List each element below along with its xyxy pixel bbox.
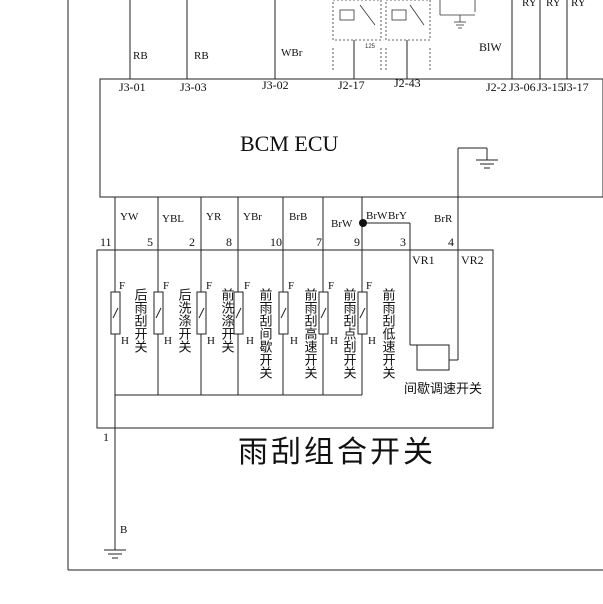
contact-h: H bbox=[290, 335, 298, 347]
wire-label: YR bbox=[206, 211, 222, 223]
contact-letters: F H F H F H F H F H F H F H bbox=[119, 280, 376, 347]
switch-pin-numbers: 11 5 2 8 10 7 9 3 4 bbox=[100, 235, 454, 249]
switch-contact-blades bbox=[112, 307, 366, 319]
harness-wire-labels: YW YBL YR YBr BrB BrW BrW BrY BrR bbox=[120, 210, 453, 230]
contact-f: F bbox=[366, 280, 372, 292]
top-wire-labels: RB RB WBr BlW RY RY RY bbox=[133, 0, 586, 62]
interval-switch-wires bbox=[410, 344, 458, 361]
ecu-pin-label: J3-01 bbox=[119, 80, 146, 94]
contact-h: H bbox=[330, 335, 338, 347]
switch-label-front-low: 前雨刮低速开关 bbox=[380, 287, 396, 379]
ground-pin-number: 1 bbox=[103, 430, 109, 444]
relay-cluster bbox=[332, 0, 476, 70]
top-wire-label: RB bbox=[194, 50, 209, 62]
contact-f: F bbox=[328, 280, 334, 292]
combo-switch-title: 雨刮组合开关 bbox=[238, 435, 436, 470]
combo-switch-box bbox=[96, 249, 494, 429]
switch-label-front-washer: 前洗涤开关 bbox=[219, 287, 235, 353]
contact-h: H bbox=[164, 335, 172, 347]
switch-labels: 后雨刮开关 后洗涤开关 前洗涤开关 前雨刮间歇开关 前雨刮高速开关 前雨刮点刮开… bbox=[132, 287, 396, 379]
switch-label-front-intermittent: 前雨刮间歇开关 bbox=[257, 287, 273, 379]
relay-label: 125 bbox=[365, 44, 376, 50]
ecu-title: BCM ECU bbox=[240, 131, 339, 156]
contact-h: H bbox=[246, 335, 254, 347]
ground-wire-label: B bbox=[120, 524, 127, 536]
interval-switch-box bbox=[416, 344, 450, 371]
ecu-ground-symbol bbox=[458, 147, 498, 169]
ecu-pin-label: J2-43 bbox=[394, 76, 421, 90]
pin-number: 10 bbox=[270, 235, 282, 249]
pin-number: 7 bbox=[316, 235, 322, 249]
switch-label-front-high: 前雨刮高速开关 bbox=[302, 287, 318, 379]
wire-label: BrR bbox=[434, 213, 453, 225]
ecu-pin-label: J2-17 bbox=[338, 78, 365, 92]
contact-f: F bbox=[206, 280, 212, 292]
switch-internal-lines bbox=[114, 250, 459, 428]
contact-h: H bbox=[121, 335, 129, 347]
ground-wire bbox=[104, 428, 126, 559]
top-wire-label: BlW bbox=[479, 40, 502, 54]
ecu-pin-label: J3-17 bbox=[562, 80, 589, 94]
ecu-pin-label: J3-03 bbox=[180, 80, 207, 94]
contact-f: F bbox=[119, 280, 125, 292]
pin-number: 8 bbox=[226, 235, 232, 249]
vr1-label: VR1 bbox=[412, 253, 435, 267]
top-wire-label: RY bbox=[522, 0, 537, 9]
pin-number: 5 bbox=[147, 235, 153, 249]
contact-f: F bbox=[288, 280, 294, 292]
switch-label-front-mist: 前雨刮点刮开关 bbox=[341, 287, 357, 379]
wire-label: YBL bbox=[162, 213, 184, 225]
top-wire-label: WBr bbox=[281, 47, 303, 59]
pin-number: 4 bbox=[448, 235, 454, 249]
pin-number: 3 bbox=[400, 235, 406, 249]
top-wire-label: RY bbox=[546, 0, 561, 9]
wire-label: YBr bbox=[243, 211, 262, 223]
ecu-pin-label: J2-2 bbox=[486, 80, 507, 94]
wire-label: BrW bbox=[366, 210, 388, 222]
ecu-top-pins: J3-01 J3-03 J3-02 J2-17 J2-43 J2-2 J3-06… bbox=[119, 76, 589, 94]
contact-f: F bbox=[244, 280, 250, 292]
ecu-pin-label: J3-06 bbox=[509, 80, 536, 94]
splice-dot bbox=[359, 219, 367, 227]
bcm-ecu-box bbox=[99, 78, 603, 198]
ecu-pin-label: J3-15 bbox=[537, 80, 564, 94]
wire-label: BrW bbox=[331, 218, 353, 230]
contact-h: H bbox=[368, 335, 376, 347]
switch-label-rear-wiper: 后雨刮开关 bbox=[132, 288, 148, 353]
wire-label: YW bbox=[120, 211, 139, 223]
ecu-pin-label: J3-02 bbox=[262, 78, 289, 92]
pin-number: 11 bbox=[100, 235, 112, 249]
interval-switch-label: 间歇调速开关 bbox=[404, 382, 482, 397]
contact-f: F bbox=[163, 280, 169, 292]
vr2-label: VR2 bbox=[461, 253, 484, 267]
wire-label: BrB bbox=[289, 211, 307, 223]
harness-wires bbox=[114, 148, 459, 250]
outer-frame bbox=[67, 0, 603, 571]
top-wire-label: RB bbox=[133, 50, 148, 62]
switch-label-rear-washer: 后洗涤开关 bbox=[176, 288, 192, 353]
pin-number: 2 bbox=[189, 235, 195, 249]
ecu-top-wires bbox=[129, 0, 568, 79]
contact-h: H bbox=[207, 335, 215, 347]
top-wire-label: RY bbox=[571, 0, 586, 9]
pin-number: 9 bbox=[354, 235, 360, 249]
wire-label: BrY bbox=[388, 210, 407, 222]
